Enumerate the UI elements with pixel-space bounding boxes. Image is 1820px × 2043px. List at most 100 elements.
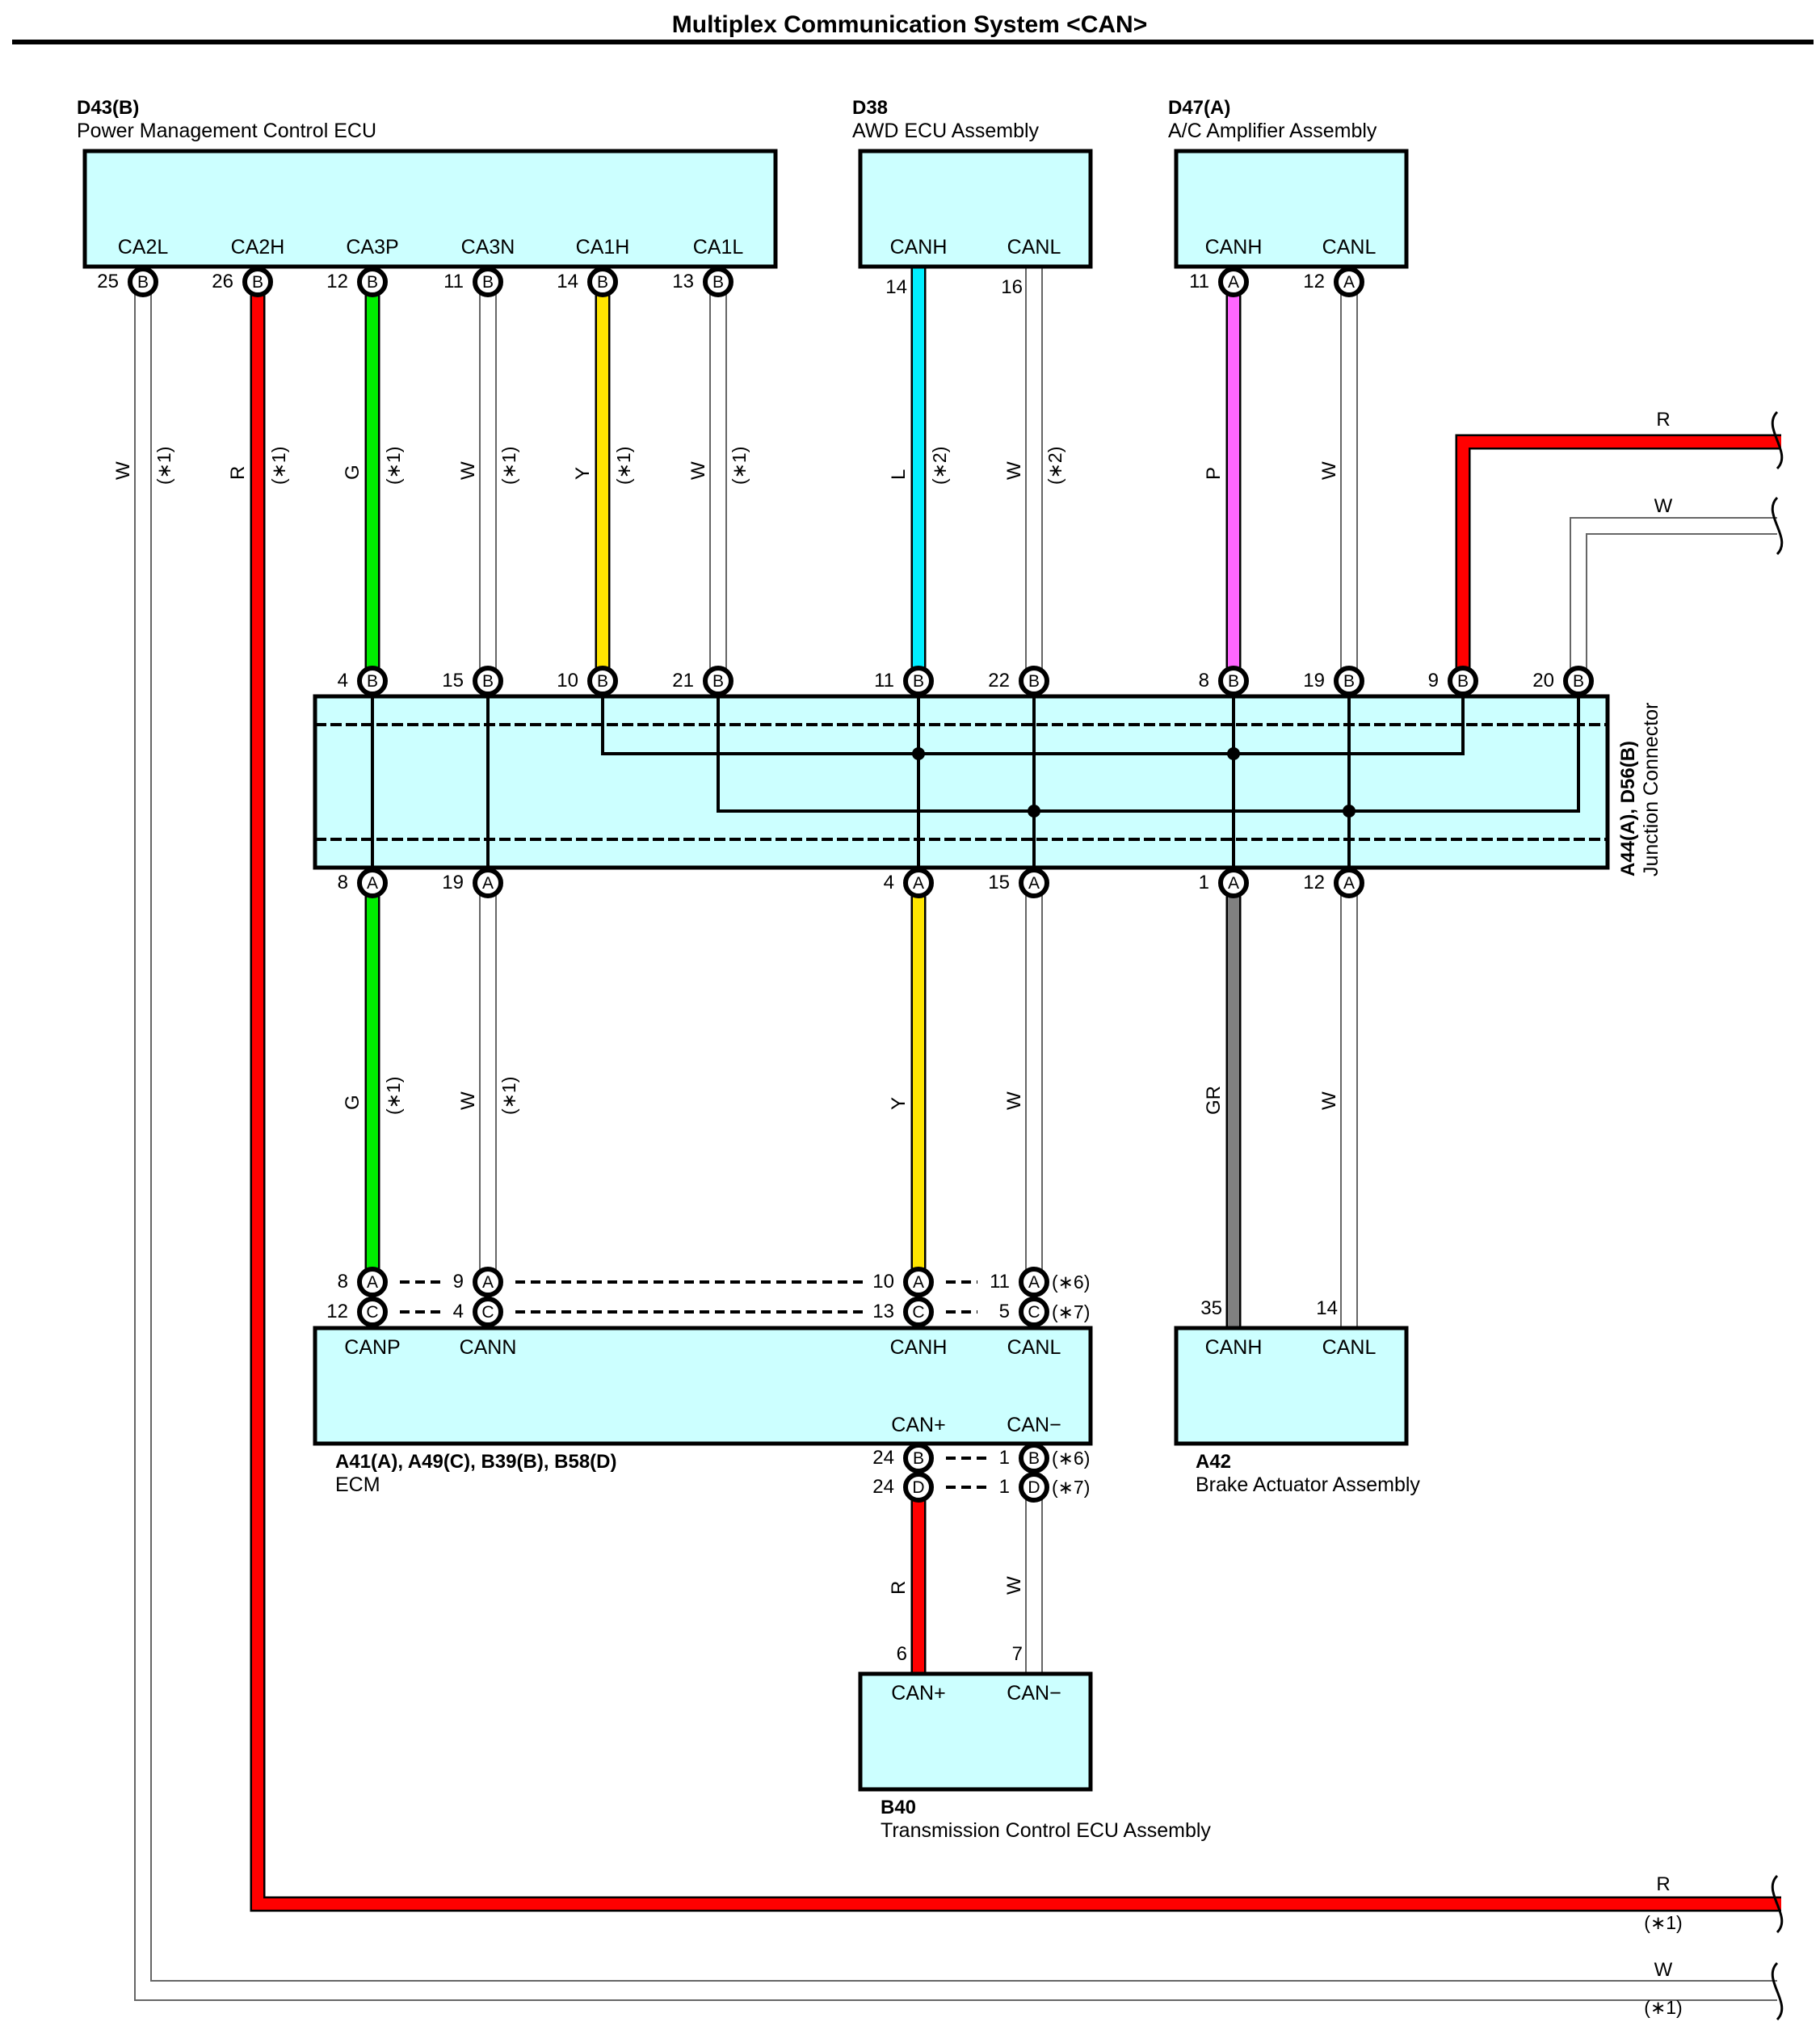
pin-number: 13	[872, 1301, 894, 1322]
svg-text:A: A	[1343, 273, 1355, 292]
component-awd: D38 AWD ECU Assembly CANH CANL	[852, 97, 1093, 269]
wire-label: W	[457, 1091, 479, 1110]
svg-text:B: B	[597, 672, 608, 691]
wire-break-marks	[1771, 410, 1784, 2021]
awd-pin-number-canl: 16	[1001, 276, 1023, 298]
svg-text:B: B	[1573, 672, 1584, 691]
pin-number: 12	[1303, 872, 1325, 893]
brake-name: Brake Actuator Assembly	[1196, 1473, 1420, 1496]
pmc-id: D43(B)	[77, 97, 139, 119]
svg-text:A: A	[482, 1273, 494, 1292]
pin-number: 25	[97, 271, 119, 292]
ac-pin-canh: CANH	[1205, 236, 1263, 259]
component-tcu: CAN+ CAN− B40 Transmission Control ECU A…	[858, 1671, 1211, 1842]
ecm-row1-terminals: A 8 A 9 A 10 A 11 (∗6)	[338, 1267, 1090, 1297]
ac-pin-canl: CANL	[1322, 236, 1377, 259]
svg-text:D: D	[1028, 1478, 1040, 1497]
wire-cann-white	[479, 883, 497, 1282]
pin-number: 10	[557, 670, 578, 692]
brake-id: A42	[1196, 1451, 1231, 1473]
pin-number: 9	[1428, 670, 1439, 692]
wire-label: W	[1003, 1091, 1025, 1110]
pin-number: 8	[1199, 670, 1209, 692]
pin-number: 4	[338, 670, 348, 692]
wire-label: R	[227, 466, 249, 480]
wire-label: P	[1203, 467, 1225, 480]
svg-text:A: A	[1228, 273, 1239, 292]
pmc-pin-ca2l: CA2L	[118, 236, 169, 259]
svg-text:B: B	[482, 273, 494, 292]
jc-top-terminals: B 4 B 15 B 10 B 21 B 11 B 22 B 8 B 19 B …	[338, 666, 1594, 696]
ac-name: A/C Amplifier Assembly	[1168, 120, 1377, 142]
pmc-pin-ca2h: CA2H	[231, 236, 285, 259]
component-brake: CANH CANL A42 Brake Actuator Assembly	[1174, 1326, 1420, 1496]
svg-text:B: B	[597, 273, 608, 292]
pin-number: 4	[453, 1301, 464, 1322]
tcu-id: B40	[881, 1797, 916, 1818]
ecm-pin-canh: CANH	[890, 1336, 948, 1359]
pin-number: 12	[1303, 271, 1325, 292]
svg-text:B: B	[482, 672, 494, 691]
wire-label: W	[457, 461, 479, 480]
pin-number: 20	[1532, 670, 1554, 692]
pin-number: 24	[872, 1447, 894, 1469]
wire-label: W	[1654, 1959, 1673, 1981]
wire-label: W	[1318, 461, 1340, 480]
svg-text:C: C	[366, 1303, 378, 1322]
pmc-name: Power Management Control ECU	[77, 120, 376, 142]
component-ac: D47(A) A/C Amplifier Assembly CANH CANL	[1168, 97, 1409, 269]
svg-text:C: C	[1028, 1303, 1040, 1322]
pin-number: 4	[884, 872, 894, 893]
note-6-sub: (∗6)	[1052, 1448, 1090, 1469]
svg-text:A: A	[482, 874, 494, 893]
awd-pin-canl: CANL	[1007, 236, 1061, 259]
wire-label: R	[1656, 1873, 1670, 1895]
wire-tcu-canminus-white	[1025, 1487, 1043, 1674]
tcu-pin-number-canminus: 7	[1012, 1643, 1023, 1665]
wire-note: (∗1)	[383, 1077, 404, 1115]
wire-note: (∗1)	[153, 447, 174, 485]
pin-number: 11	[990, 1271, 1010, 1293]
wire-note: (∗1)	[613, 447, 634, 485]
ecm-pin-cann: CANN	[460, 1336, 517, 1359]
svg-text:A: A	[1343, 874, 1355, 893]
wire-labels: W (∗1) R (∗1) G (∗1) W (∗1) Y (∗1) W (∗1…	[112, 409, 1683, 2018]
pin-number: 15	[988, 872, 1010, 893]
pin-number: 14	[557, 271, 578, 292]
junction-connector: A44(A), D56(B) Junction Connector	[313, 694, 1662, 876]
pin-number: 12	[326, 271, 348, 292]
wire-label: G	[342, 1095, 364, 1110]
ecm-id: A41(A), A49(C), B39(B), B58(D)	[335, 1451, 617, 1473]
svg-text:B: B	[913, 1449, 924, 1468]
wire-label: W	[1654, 495, 1673, 517]
pin-number: 10	[872, 1271, 894, 1293]
pin-number: 26	[212, 271, 233, 292]
tcu-name: Transmission Control ECU Assembly	[881, 1819, 1211, 1842]
pin-number: 1	[999, 1447, 1010, 1469]
pin-number: 24	[872, 1476, 894, 1498]
pin-number: 15	[442, 670, 464, 692]
svg-text:C: C	[481, 1303, 494, 1322]
svg-text:A: A	[367, 874, 378, 893]
pin-number: 12	[326, 1301, 348, 1322]
wire-ecm-canl-white	[1025, 883, 1043, 1282]
wire-note: (∗1)	[268, 447, 289, 485]
wire-label: W	[1003, 1576, 1025, 1595]
pin-number: 11	[1189, 271, 1209, 292]
pmc-terminals: B 25 B 26 B 12 B 11 B 14 B 13	[97, 267, 733, 297]
svg-text:A: A	[913, 874, 924, 893]
wire-jc20-white	[1570, 517, 1777, 681]
wire-label: W	[687, 461, 709, 480]
jc-id: A44(A), D56(B)	[1617, 741, 1639, 876]
note-7-row2: (∗7)	[1052, 1301, 1090, 1322]
pmc-pin-ca3p: CA3P	[346, 236, 398, 259]
awd-pin-number-canh: 14	[885, 276, 907, 298]
pin-terminals: B 25 B 26 B 12 B 11 B 14 B 13 14 16 A 11	[97, 267, 1594, 1665]
svg-text:B: B	[913, 672, 924, 691]
tcu-pin-canminus: CAN−	[1007, 1682, 1061, 1705]
svg-text:B: B	[252, 273, 263, 292]
wire-brake-canl-white	[1340, 883, 1358, 1328]
svg-text:D: D	[912, 1478, 924, 1497]
ecm-dashed-links	[400, 1280, 990, 1489]
